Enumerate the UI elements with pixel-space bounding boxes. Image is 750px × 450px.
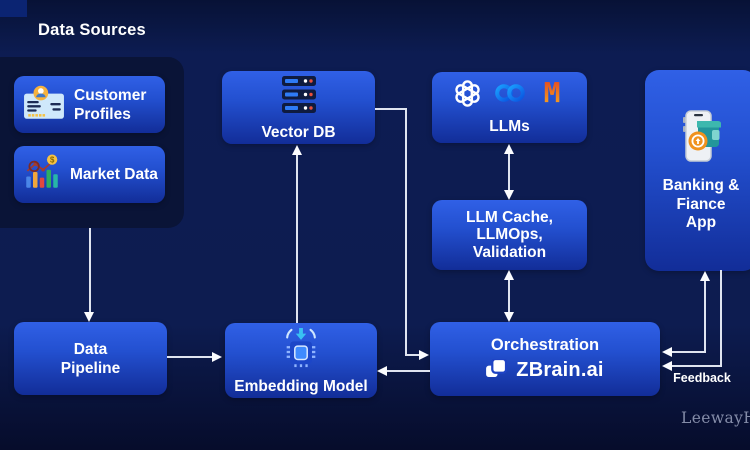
node-label-line: Fiance — [676, 195, 726, 213]
svg-text:M: M — [544, 80, 561, 106]
arrow-feedback-hline — [671, 365, 722, 367]
svg-text:$: $ — [50, 156, 55, 165]
arrow-orchestration-banking-vline — [704, 280, 706, 353]
arrow-llms-cache-line — [508, 152, 510, 193]
bar-chart-icon: $ — [23, 154, 61, 195]
node-llms: M LLMs — [432, 72, 587, 143]
openai-icon — [454, 79, 481, 112]
arrow-cache-orchestration-head-up — [503, 270, 514, 280]
server-stack-icon — [281, 75, 316, 118]
node-llm-cache: LLM Cache, LLMOps, Validation — [432, 200, 587, 270]
node-vector-db: Vector DB — [222, 71, 375, 144]
arrow-llms-cache-head-down — [503, 190, 514, 200]
arrow-orchestration-banking-hline — [671, 351, 706, 353]
arrow-embedding-to-vectordb-head — [291, 145, 302, 155]
node-orchestration: Orchestration ZBrain.ai — [430, 322, 660, 396]
node-label: Customer Profiles — [74, 86, 147, 123]
node-customer-profiles: Customer Profiles — [14, 76, 165, 133]
diagram-title: Data Sources — [38, 21, 146, 39]
zbrain-brand-text: ZBrain.ai — [516, 359, 604, 381]
arrow-feedback-head — [662, 360, 672, 371]
arrow-vectordb-to-orchestration-head — [419, 349, 429, 360]
node-label: Market Data — [70, 166, 158, 183]
arrow-orchestration-banking-head-up — [699, 271, 710, 281]
mosaicml-icon: M — [539, 76, 565, 111]
arrow-pipeline-to-embedding-line — [167, 356, 213, 358]
arrow-llms-cache-head-up — [503, 144, 514, 154]
node-label: Vector DB — [261, 123, 336, 141]
arrow-vectordb-to-orchestration-line3 — [405, 354, 421, 356]
node-label: Orchestration — [490, 335, 600, 354]
arrow-orchestration-to-embedding-line — [386, 370, 430, 372]
node-label-line: LLM Cache, — [466, 208, 553, 226]
watermark: LeewayHertz — [681, 409, 750, 427]
arrow-cache-orchestration-line — [508, 278, 510, 315]
arrow-orchestration-to-embedding-head — [377, 365, 387, 376]
corner-accent-square — [0, 0, 27, 17]
node-market-data: $ Market Data — [14, 146, 165, 203]
node-banking-app: Banking & Fiance App — [645, 70, 750, 271]
feedback-label: Feedback — [673, 371, 731, 385]
node-embedding-model: Embedding Model — [225, 323, 377, 398]
node-label-line: Banking & — [662, 177, 740, 194]
node-label: LLMs — [489, 117, 530, 135]
phone-wallet-icon — [681, 110, 722, 169]
node-label-line: Data — [73, 340, 108, 358]
arrow-feedback-vline — [720, 270, 722, 367]
arrow-sources-to-pipeline-line — [88, 228, 91, 315]
arrow-vectordb-to-orchestration-line2 — [405, 108, 407, 356]
arrow-orchestration-banking-head-left — [662, 346, 672, 357]
arrow-cache-orchestration-head-down — [503, 312, 514, 322]
node-data-pipeline: Data Pipeline — [14, 322, 167, 395]
arrow-embedding-to-vectordb-line — [296, 154, 298, 323]
node-label-line: App — [685, 214, 717, 231]
node-label: Embedding Model — [234, 378, 368, 395]
arrow-sources-to-pipeline-head — [84, 312, 94, 322]
chip-icon — [273, 327, 329, 374]
meta-icon — [494, 82, 526, 109]
node-label-line: Validation — [472, 243, 547, 261]
arrow-pipeline-to-embedding-head — [212, 351, 222, 362]
id-card-icon — [23, 84, 65, 125]
node-label-line: Pipeline — [60, 359, 121, 377]
arrow-vectordb-to-orchestration-line1 — [375, 108, 407, 110]
node-label-line: LLMOps, — [476, 226, 543, 244]
zbrain-logo — [486, 357, 509, 383]
